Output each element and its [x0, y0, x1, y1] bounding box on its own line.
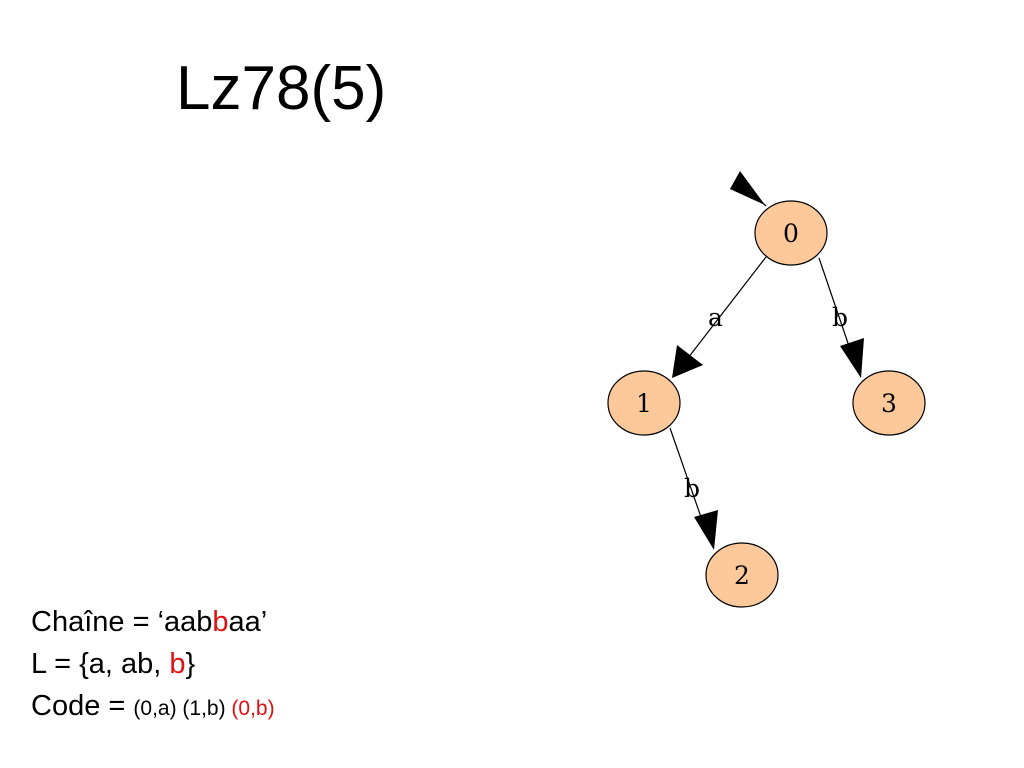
chaine-suffix: aa’ [228, 606, 268, 638]
code-equals: = [100, 690, 134, 722]
code-line: Code = (0,a) (1,b) (0,b) [31, 685, 275, 730]
tree-node-0: 0 [754, 200, 828, 266]
dictionary-prefix: L = {a, ab, [31, 648, 170, 680]
code-label: Code [31, 690, 101, 722]
edge-label-0-1: a [708, 303, 723, 332]
edge-1-2 [669, 427, 718, 550]
chaine-prefix: Chaîne = ‘aab [31, 606, 213, 638]
slide-title: Lz78(5) [176, 54, 387, 123]
tree-node-2: 2 [705, 542, 779, 608]
entry-arrow [730, 171, 767, 207]
node-label: 0 [783, 219, 799, 248]
edge-0-1 [672, 256, 767, 378]
edge-label-1-2: b [684, 474, 700, 503]
dictionary-suffix: } [185, 648, 196, 680]
chaine-line: Chaîne = ‘aabbaa’ [31, 601, 275, 643]
node-label: 3 [881, 389, 897, 418]
chaine-highlight: b [212, 606, 229, 638]
dictionary-line: L = {a, ab, b} [31, 643, 275, 685]
dictionary-highlight: b [169, 648, 186, 680]
node-label: 2 [734, 561, 750, 590]
info-block: Chaîne = ‘aabbaa’ L = {a, ab, b} Code = … [31, 601, 275, 730]
node-label: 1 [636, 389, 652, 418]
edge-0-3 [818, 257, 864, 378]
code-values: (0,a) (1,b) [133, 697, 232, 720]
edge-label-0-3: b [832, 303, 848, 332]
code-highlight: (0,b) [231, 697, 275, 720]
tree-node-3: 3 [852, 370, 926, 436]
tree-node-1: 1 [607, 370, 681, 436]
